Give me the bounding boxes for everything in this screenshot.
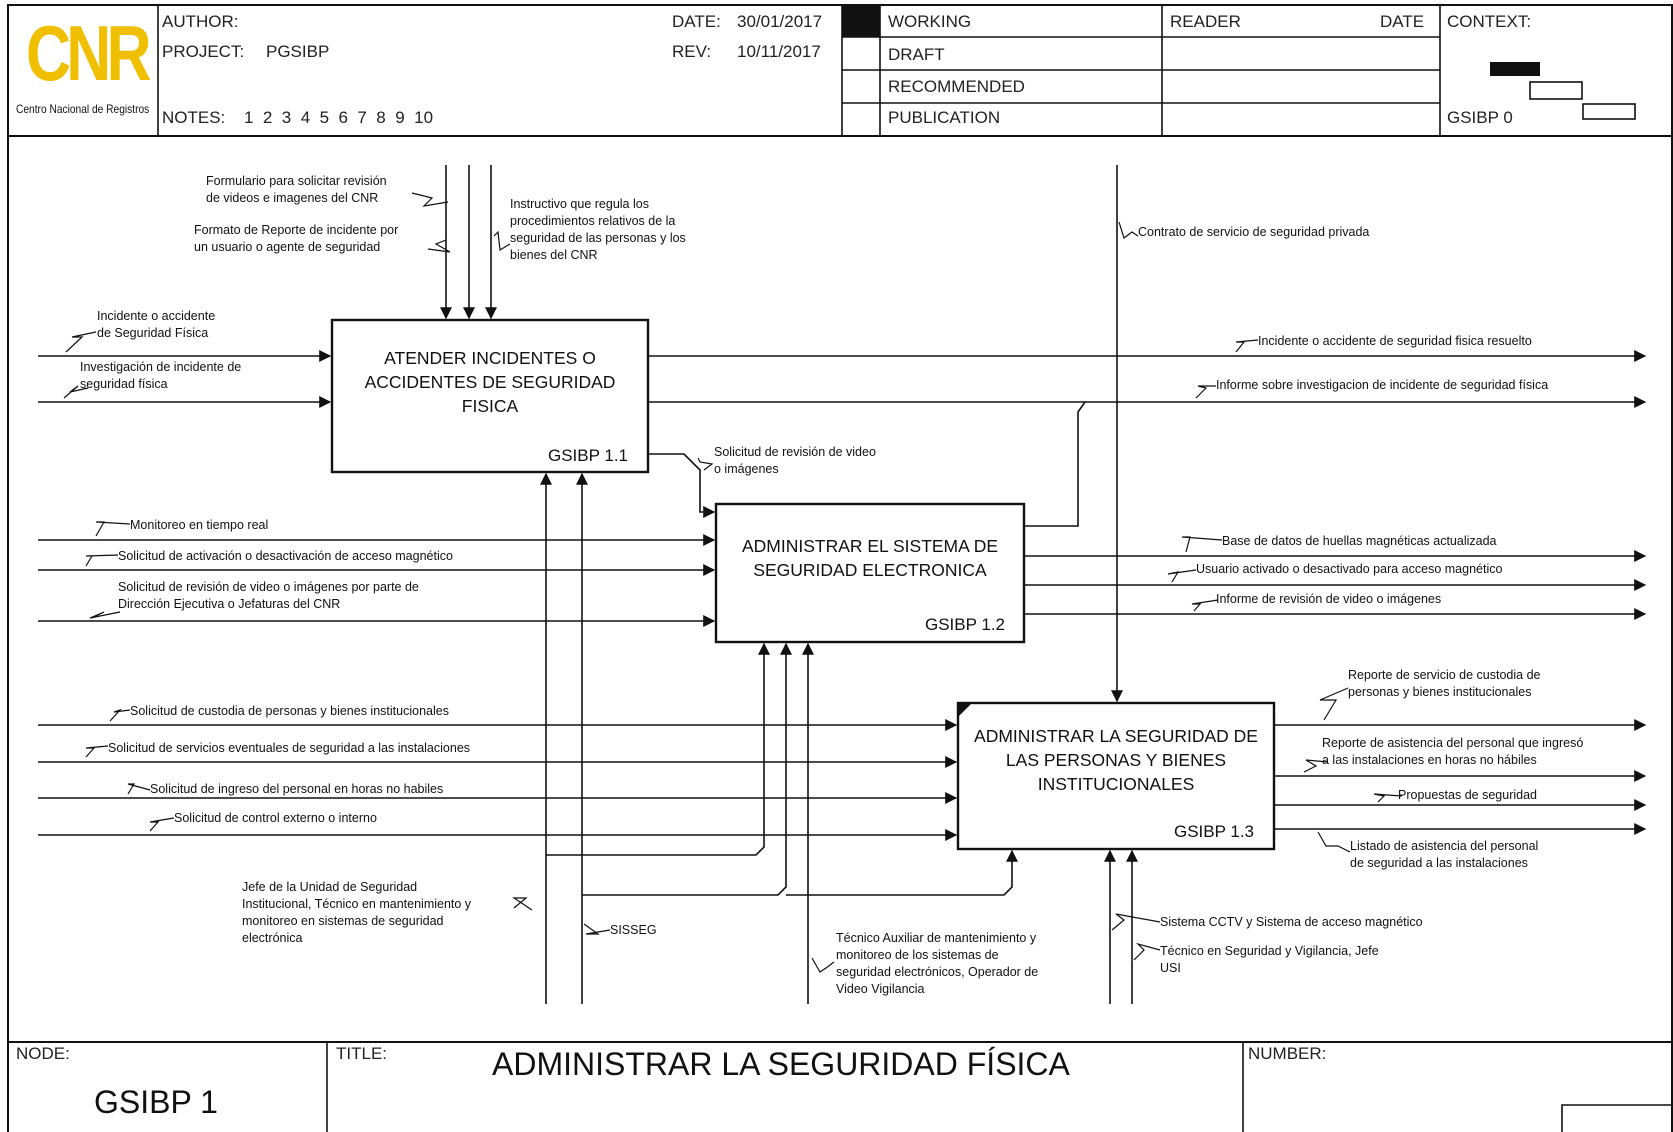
output-resuelto-label: Incidente o accidente de seguridad fisic… xyxy=(1258,334,1532,348)
number-label: NUMBER: xyxy=(1248,1044,1327,1063)
context-box-3 xyxy=(1582,103,1636,120)
node-label: NODE: xyxy=(16,1044,70,1063)
input-custodia-label: Solicitud de custodia de personas y bien… xyxy=(130,704,449,718)
mechanism-sisseg-label: SISSEG xyxy=(610,923,657,937)
working-status-marker xyxy=(842,5,880,37)
input-revision-direccion-label: Solicitud de revisión de video o imágene… xyxy=(118,580,419,611)
status-recommended: RECOMMENDED xyxy=(888,77,1025,96)
input-eventuales-label: Solicitud de servicios eventuales de seg… xyxy=(108,741,471,755)
author-label: AUTHOR: xyxy=(162,12,239,31)
page-frame xyxy=(7,4,1673,1132)
reader-date-label: DATE xyxy=(1380,12,1425,31)
diagram-title: ADMINISTRAR LA SEGURIDAD FÍSICA xyxy=(492,1046,1070,1082)
status-draft: DRAFT xyxy=(888,45,945,64)
rev-value: 10/11/2017 xyxy=(737,42,821,61)
input-monitoreo-label: Monitoreo en tiempo real xyxy=(130,518,269,532)
activity-2-title: ADMINISTRAR EL SISTEMA DE SEGURIDAD ELEC… xyxy=(741,536,999,580)
activity-3-title: ADMINISTRAR LA SEGURIDAD DE LAS PERSONAS… xyxy=(974,726,1258,794)
control-formato-label: Formato de Reporte de incidente por un u… xyxy=(194,223,399,254)
mechanism-tecnico-seguridad-label: Técnico en Seguridad y Vigilancia, Jefe … xyxy=(1160,944,1379,975)
output-reporte-custodia-label: Reporte de servicio de custodia de perso… xyxy=(1348,668,1541,699)
input-control-label: Solicitud de control externo o interno xyxy=(174,811,377,825)
output-reporte-asistencia-label: Reporte de asistencia del personal que i… xyxy=(1322,736,1584,767)
date-value: 30/01/2017 xyxy=(737,12,823,31)
flow-solicitud-video-label: Solicitud de revisión de video o imágene… xyxy=(714,445,876,476)
output-listado-label: Listado de asistencia del personal de se… xyxy=(1350,839,1539,870)
cnr-logo: CNR Centro Nacional de Registros xyxy=(12,10,152,120)
activity-3-number: GSIBP 1.3 xyxy=(1174,822,1255,841)
mechanism-jefe-label: Jefe de la Unidad de Seguridad Instituci… xyxy=(242,880,472,945)
date-label: DATE: xyxy=(672,12,721,31)
output-usuario-label: Usuario activado o desactivado para acce… xyxy=(1196,562,1503,576)
context-node: GSIBP 0 xyxy=(1447,108,1513,127)
project-value: PGSIBP xyxy=(266,42,330,61)
reader-label: READER xyxy=(1170,12,1241,31)
mechanism-cctv-label: Sistema CCTV y Sistema de acceso magnéti… xyxy=(1160,915,1423,929)
cnr-logo-subtitle: Centro Nacional de Registros xyxy=(16,102,150,116)
control-instructivo-label: Instructivo que regula los procedimiento… xyxy=(510,197,686,262)
mechanism-tecnico-auxiliar-label: Técnico Auxiliar de mantenimiento y moni… xyxy=(836,931,1039,996)
activity-box-3-corner xyxy=(958,703,972,717)
input-incidente-label: Incidente o accidente de Seguridad Físic… xyxy=(97,309,216,340)
project-label: PROJECT: xyxy=(162,42,245,61)
output-informe-investigacion-label: Informe sobre investigacion de incidente… xyxy=(1216,378,1549,392)
status-working: WORKING xyxy=(888,12,972,31)
activity-2-number: GSIBP 1.2 xyxy=(925,615,1006,634)
output-huellas-label: Base de datos de huellas magnéticas actu… xyxy=(1222,534,1497,548)
input-activacion-label: Solicitud de activación o desactivación … xyxy=(118,549,453,563)
context-box-2 xyxy=(1529,81,1583,100)
output-propuestas-label: Propuestas de seguridad xyxy=(1398,788,1537,802)
rev-label: REV: xyxy=(672,42,712,61)
output-informe-video-label: Informe de revisión de video o imágenes xyxy=(1216,592,1442,606)
context-label: CONTEXT: xyxy=(1447,12,1532,31)
node-value: GSIBP 1 xyxy=(94,1084,218,1120)
input-investigacion-label: Investigación de incidente de seguridad … xyxy=(80,360,242,391)
notes-numbers: 1 2 3 4 5 6 7 8 9 10 xyxy=(244,108,434,127)
notes-label: NOTES: xyxy=(162,108,226,127)
title-label: TITLE: xyxy=(336,1044,388,1063)
activity-1-title: ATENDER INCIDENTES O ACCIDENTES DE SEGUR… xyxy=(364,348,616,416)
input-ingreso-label: Solicitud de ingreso del personal en hor… xyxy=(150,782,444,796)
activity-box-2 xyxy=(714,502,1026,644)
status-publication: PUBLICATION xyxy=(888,108,1001,127)
control-contrato-label: Contrato de servicio de seguridad privad… xyxy=(1138,225,1370,239)
cnr-logo-mark: CNR xyxy=(26,9,152,97)
activity-box-1 xyxy=(330,318,650,474)
context-box-1 xyxy=(1490,62,1540,76)
control-formulario-label: Formulario para solicitar revisión de vi… xyxy=(206,174,387,205)
activity-1-number: GSIBP 1.1 xyxy=(548,446,629,465)
